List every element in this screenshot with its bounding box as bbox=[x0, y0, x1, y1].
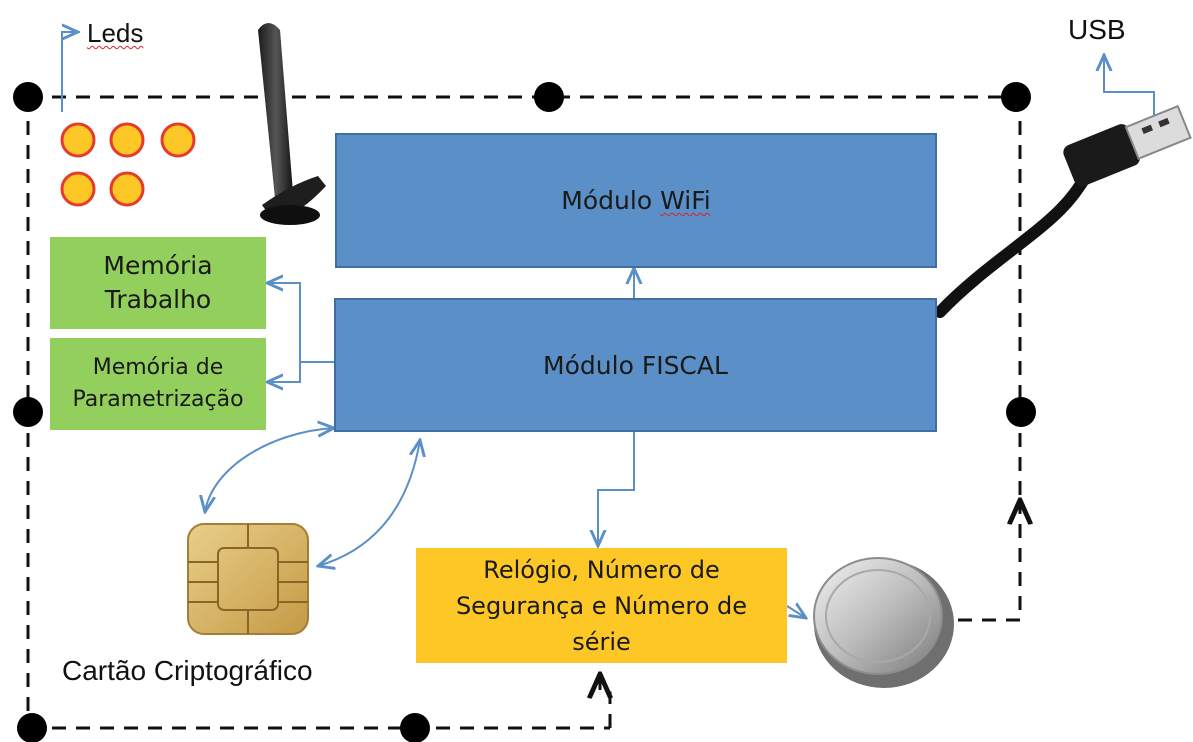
usb-cable-icon bbox=[934, 104, 1192, 318]
clock-box-line2: Segurança e Número de bbox=[455, 591, 748, 620]
connector-arrows bbox=[205, 268, 806, 618]
enclosure-vertices bbox=[13, 82, 1036, 742]
work-memory-box: Memória Trabalho bbox=[50, 237, 266, 329]
led-array bbox=[60, 122, 196, 207]
wifi-module: Módulo WiFi bbox=[335, 133, 937, 268]
coin-battery-icon bbox=[813, 557, 954, 688]
work-memory-line1: Memória bbox=[103, 251, 213, 280]
battery-connection bbox=[600, 500, 1020, 728]
antenna-icon bbox=[258, 23, 326, 225]
usb-label: USB bbox=[1068, 14, 1126, 45]
clock-box-line1: Relógio, Número de bbox=[483, 555, 720, 584]
clock-box-line3: série bbox=[572, 627, 631, 656]
param-memory-line2: Parametrização bbox=[72, 387, 244, 412]
param-memory-line1: Memória de bbox=[92, 355, 224, 380]
leds-label: Leds bbox=[87, 18, 144, 48]
usb-arrow bbox=[1104, 55, 1155, 120]
fiscal-module: Módulo FISCAL bbox=[334, 298, 937, 432]
smartcard-chip-icon bbox=[187, 523, 309, 635]
leds-arrow bbox=[61, 32, 78, 112]
fiscal-module-label: Módulo FISCAL bbox=[543, 350, 728, 380]
wifi-module-label: Módulo WiFi bbox=[561, 186, 711, 215]
clock-security-serial-box: Relógio, Número de Segurança e Número de… bbox=[416, 548, 787, 663]
work-memory-line2: Trabalho bbox=[104, 285, 212, 314]
crypto-card-label: Cartão Criptográfico bbox=[62, 655, 313, 686]
param-memory-box: Memória de Parametrização bbox=[50, 338, 266, 430]
